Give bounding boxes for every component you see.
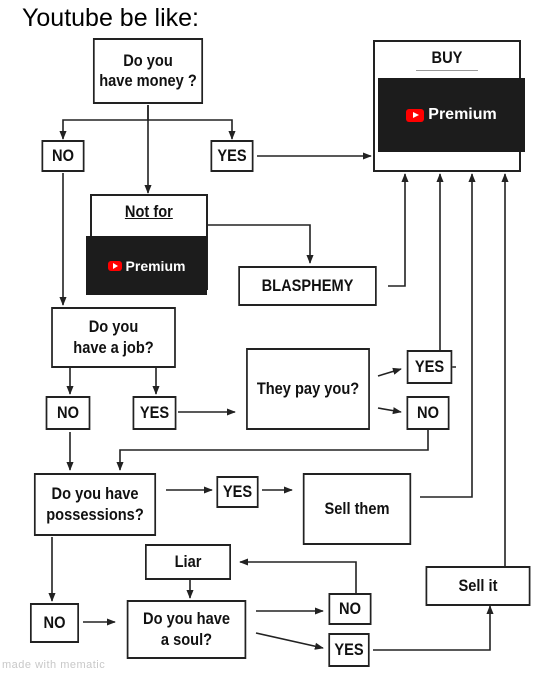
node-sell-it: Sell it (425, 566, 531, 606)
arrow-no-to-liar (239, 558, 357, 593)
premium-label: Premium (428, 106, 497, 123)
buy-premium-logo: Premium (378, 78, 525, 152)
node-no-1: NO (41, 140, 85, 172)
node-yes-4: YES (216, 476, 259, 508)
arrow-soul-to-yes (255, 632, 324, 650)
node-no-3: NO (406, 396, 450, 430)
arrow-paid-to-no (377, 407, 402, 415)
node-have-money: Do you have money ? (92, 38, 204, 104)
arrow-paidno-to-possessions (116, 430, 429, 471)
arrow-money-to-yes (148, 119, 236, 140)
not-for-label: Not for (125, 202, 173, 221)
arrow-blasphemy-to-buy (388, 173, 409, 287)
premium-label: Premium (125, 257, 186, 274)
node-possessions: Do you have possessions? (33, 473, 157, 536)
notfor-premium-logo: Premium (86, 236, 207, 295)
arrow-money-to-no (59, 105, 149, 140)
youtube-play-icon (406, 108, 425, 122)
node-yes-1: YES (210, 140, 254, 172)
arrow-paidyes-to-buy (436, 173, 456, 368)
node-blasphemy: BLASPHEMY (238, 266, 377, 306)
arrow-sellthem-to-buy (420, 173, 476, 498)
node-yes-2: YES (132, 396, 177, 430)
watermark: made with mematic (2, 659, 106, 671)
node-have-job: Do you have a job? (51, 307, 176, 368)
node-they-pay: They pay you? (246, 348, 370, 430)
node-yes-5: YES (328, 633, 370, 667)
node-sell-them: Sell them (302, 473, 412, 545)
node-yes-3: YES (406, 350, 453, 384)
youtube-play-icon (107, 260, 122, 271)
node-have-soul: Do you have a soul? (126, 600, 247, 659)
meme-caption: Youtube be like: (22, 4, 200, 32)
node-no-5: NO (328, 593, 372, 625)
arrow-notfor-to-blasphemy (208, 224, 314, 264)
node-no-2: NO (45, 396, 91, 430)
node-no-4: NO (29, 603, 80, 643)
node-liar: Liar (145, 544, 231, 580)
arrow-yes-to-sellit (373, 605, 494, 651)
buy-label: BUY (416, 48, 478, 72)
arrow-paid-to-yes (377, 367, 402, 377)
